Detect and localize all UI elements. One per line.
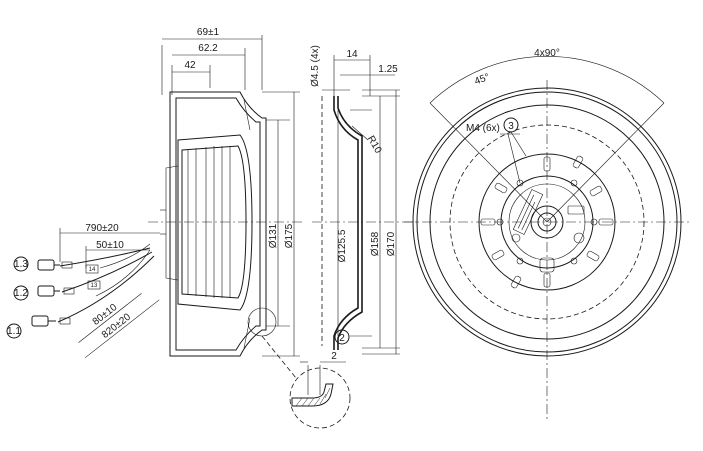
dim-131: Ø131 [268,223,279,248]
thread-label: M4 (6x) [466,123,500,134]
dim-170: Ø170 [386,231,397,256]
dim-42: 42 [184,60,196,71]
dim-62-2: 62.2 [198,43,218,54]
dim-r10: R10 [365,134,384,156]
dim-1-25: 1.25 [378,64,398,75]
dim-790: 790±20 [85,223,119,234]
lead-wires: 14 13 790±20 50±10 80±10 820±20 1.3 1.2 … [6,223,160,358]
callout-3: 3 [508,121,514,132]
dim-14: 14 [346,49,358,60]
callout-1-3: 1.3 [14,259,28,270]
dim-50: 50±10 [96,240,124,251]
dim-69: 69±1 [197,27,220,38]
dim-detail-2: 2 [331,351,337,362]
side-view: 69±1 62.2 42 Ø131 Ø175 [148,27,305,379]
dim-125-5: Ø125.5 [337,229,348,262]
dim-175: Ø175 [284,223,295,248]
callout-1-2: 1.2 [14,288,28,299]
dim-158: Ø158 [370,231,381,256]
dim-4x90: 4x90° [534,48,560,59]
callout-2: 2 [339,333,345,344]
front-view: 4x90° 45° M4 (6x) 3 [404,48,690,420]
detail-view: 2 [289,351,351,429]
wire-marker-13: 13 [91,283,98,289]
section-view: 14 1.25 Ø4.5 (4x) R10 Ø125.5 Ø158 Ø170 2 [310,45,420,355]
dim-45deg: 45° [473,72,491,88]
wire-marker-14: 14 [89,267,96,273]
callout-1-1: 1.1 [7,326,21,337]
dim-4-5: Ø4.5 (4x) [310,45,321,87]
